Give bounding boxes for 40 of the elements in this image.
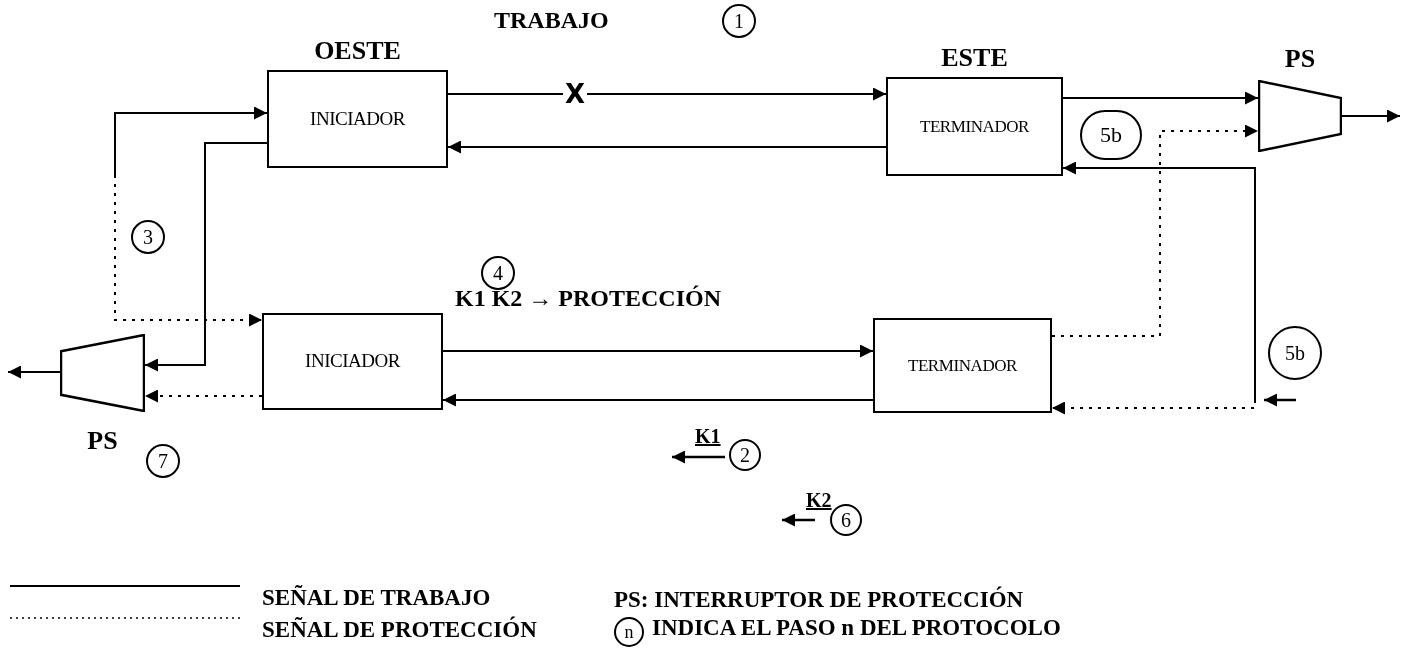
arrow bbox=[1051, 399, 1256, 415]
arrow bbox=[114, 106, 268, 176]
legend-text: SEÑAL DE PROTECCIÓN bbox=[262, 618, 537, 641]
step-number: 6 bbox=[830, 504, 862, 536]
step-number: 1 bbox=[722, 4, 756, 38]
box-label: INICIADOR bbox=[305, 349, 400, 374]
arrow bbox=[1062, 91, 1259, 105]
arrow bbox=[447, 87, 887, 101]
arrow bbox=[144, 389, 263, 403]
box-heading: PS bbox=[87, 428, 118, 454]
box-heading: OESTE bbox=[314, 38, 401, 64]
arrow bbox=[1062, 161, 1256, 401]
arrow bbox=[1341, 109, 1401, 123]
arrow bbox=[442, 344, 874, 358]
box-label: TERMINADOR bbox=[907, 354, 1018, 377]
process-box bbox=[873, 318, 1052, 413]
arrow bbox=[114, 174, 263, 327]
arrow bbox=[7, 365, 61, 379]
note-text: INDICA EL PASO n DEL PROTOCOLO bbox=[652, 616, 1061, 639]
box-heading: PS bbox=[1284, 46, 1316, 72]
arrow bbox=[144, 142, 268, 372]
arrow bbox=[447, 140, 887, 154]
arrow bbox=[442, 393, 874, 407]
box-label: INICIADOR bbox=[310, 106, 405, 131]
arrow bbox=[1051, 124, 1259, 337]
signal-label: K1 bbox=[695, 426, 721, 446]
note-text: PS: INTERRUPTOR DE PROTECCIÓN bbox=[614, 588, 1024, 611]
box-heading: ESTE bbox=[941, 45, 1008, 71]
box-label: TERMINADOR bbox=[919, 115, 1030, 138]
legend-text: SEÑAL DE TRABAJO bbox=[262, 586, 491, 609]
signal-label: K2 bbox=[806, 490, 832, 510]
process-box bbox=[262, 313, 443, 410]
step-number: 5b bbox=[1080, 110, 1142, 160]
step-number: 3 bbox=[131, 220, 165, 254]
step-number: 7 bbox=[146, 444, 180, 478]
step-number: 5b bbox=[1268, 326, 1322, 380]
step-number: 4 bbox=[481, 256, 515, 290]
note-text: TRABAJO bbox=[494, 8, 609, 32]
step-number: 2 bbox=[729, 439, 761, 471]
step-number: n bbox=[614, 617, 644, 647]
